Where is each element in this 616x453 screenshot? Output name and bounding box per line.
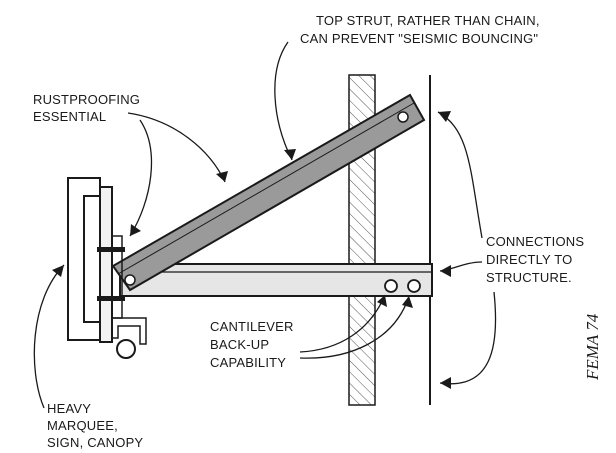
source-label: FEMA 74 (583, 313, 602, 381)
label-marquee-line3: SIGN, CANOPY (47, 435, 143, 450)
label-rustproofing-line2: ESSENTIAL (33, 109, 106, 124)
arrowheads (52, 111, 451, 389)
strut-edge-line (117, 102, 415, 275)
leader-lines (33, 41, 497, 409)
marquee-face (99, 186, 113, 343)
leader-top-strut (274, 41, 293, 161)
arrowhead-top-strut (284, 149, 296, 160)
label-top-strut: TOP STRUT, RATHER THAN CHAIN, CAN PREVEN… (300, 13, 544, 46)
marquee-pipe (116, 339, 136, 359)
marquee-clip-lower (97, 296, 125, 301)
leader-cantilever-1 (299, 294, 386, 353)
label-marquee-line1: HEAVY (47, 401, 91, 416)
arrowhead-cantilever-1 (377, 295, 387, 307)
label-connections-line3: STRUCTURE. (486, 270, 572, 285)
label-top-strut-line1: TOP STRUT, RATHER THAN CHAIN, (316, 13, 540, 28)
label-marquee-line2: MARQUEE, (47, 418, 118, 433)
label-rustproofing: RUSTPROOFING ESSENTIAL (33, 92, 144, 124)
leader-connections-upper (437, 111, 483, 239)
leader-connections-lower (439, 291, 497, 385)
leader-rustproofing-strut (127, 112, 226, 183)
cantilever-beam (119, 263, 433, 297)
label-cantilever-line3: CAPABILITY (210, 355, 286, 370)
leader-cantilever-2 (299, 295, 410, 359)
leader-rustproofing-clip (129, 119, 153, 237)
top-strut (111, 93, 426, 292)
marquee-clip-upper (97, 247, 125, 252)
label-rustproofing-line1: RUSTPROOFING (33, 92, 140, 107)
arrowhead-cantilever-2 (402, 296, 413, 308)
marquee-hook (111, 317, 147, 345)
strut-top-bolt (397, 111, 409, 123)
arrowhead-marquee (52, 265, 64, 277)
label-connections: CONNECTIONS DIRECTLY TO STRUCTURE. (486, 234, 588, 285)
arrowhead-rustproofing-strut (216, 171, 228, 182)
label-cantilever: CANTILEVER BACK-UP CAPABILITY (210, 319, 297, 370)
arrowhead-connections-mid (440, 265, 451, 277)
label-connections-line1: CONNECTIONS (486, 234, 584, 249)
beam-bolt-2 (407, 279, 421, 293)
label-cantilever-line2: BACK-UP (210, 337, 269, 352)
arrowhead-connections-upper (438, 111, 451, 122)
label-connections-line2: DIRECTLY TO (486, 252, 572, 267)
arrowhead-rustproofing-clip (130, 224, 141, 236)
marquee-outer (67, 177, 101, 341)
label-marquee: HEAVY MARQUEE, SIGN, CANOPY (47, 401, 143, 450)
label-cantilever-line1: CANTILEVER (210, 319, 294, 334)
label-top-strut-line2: CAN PREVENT "SEISMIC BOUNCING" (300, 31, 538, 46)
arrowhead-connections-lower (440, 377, 451, 389)
strut-bottom-bolt (124, 274, 136, 286)
leader-marquee (33, 264, 65, 409)
beam-bolt-1 (384, 279, 398, 293)
